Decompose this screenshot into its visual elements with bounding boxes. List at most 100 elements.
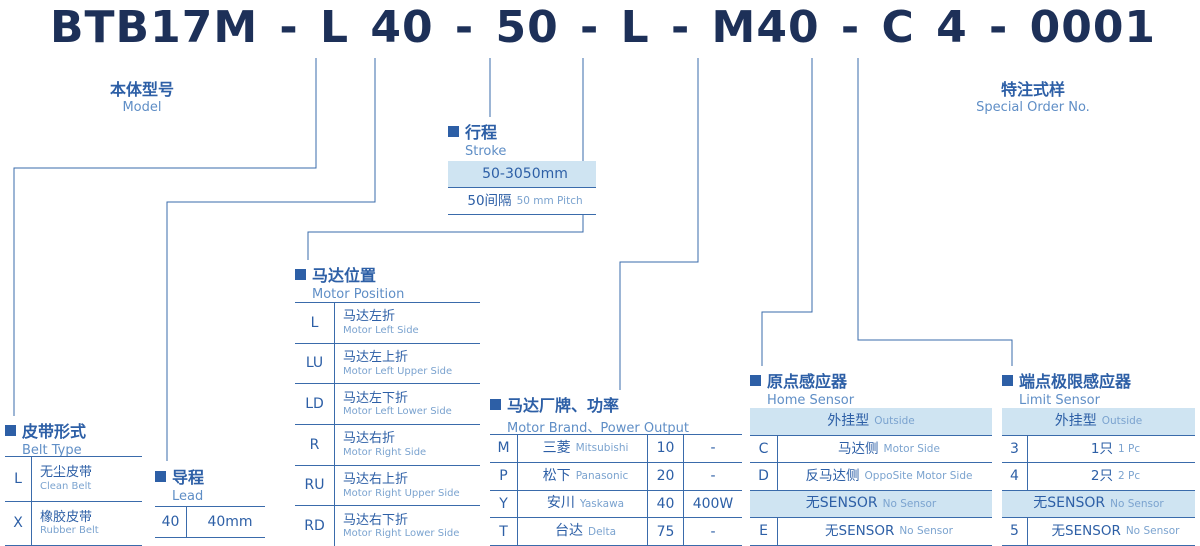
model-code-title: BTB17M - L 40 - 50 - L - M40 - C 4 - 000… — [50, 2, 1157, 53]
table-row: Y 安川 Yaskawa 40 400W — [490, 490, 742, 519]
belt-type-section-heading: 皮带形式 Belt Type — [5, 418, 86, 458]
lead-value: 40mm — [207, 513, 253, 530]
brand-cn: 台达 — [554, 523, 583, 540]
motor-brand-title-cn: 马达厂牌、功率 — [507, 396, 620, 415]
brand-en: Yaskawa — [579, 497, 625, 510]
desc-en: Clean Belt — [40, 480, 92, 492]
group-cn: 无SENSOR — [1033, 495, 1106, 512]
power-output-cell: 400W — [692, 495, 734, 512]
special-order-label-en: Special Order No. — [976, 100, 1090, 115]
table-row: E 无SENSOR No Sensor — [750, 518, 992, 546]
group-cn: 外挂型 — [1054, 412, 1097, 429]
power-output-cell: - — [710, 468, 716, 485]
table-row: M 三菱 Mitsubishi 10 - — [490, 435, 742, 463]
table-row: C 马达侧 Motor Side — [750, 435, 992, 463]
power-code-cell: 10 — [648, 435, 684, 462]
code-cell: LU — [295, 343, 335, 384]
limit-sensor-table: 外挂型 Outside 3 1只 1 Pc 4 2只 2 Pc 无SENSOR … — [1002, 408, 1195, 546]
table-row: 50间隔 50 mm Pitch — [448, 188, 596, 215]
code-cell: RU — [295, 465, 335, 506]
lead-section-heading: 导程 Lead — [155, 464, 204, 504]
table-row: R 马达右折 Motor Right Side — [295, 424, 480, 466]
desc-cn: 马达左上折 — [343, 349, 409, 365]
stroke-table: 50-3050mm 50间隔 50 mm Pitch — [448, 161, 596, 215]
motor-brand-table: M 三菱 Mitsubishi 10 - P 松下 Panasonic 20 -… — [490, 434, 742, 546]
table-row: X 橡胶皮带 Rubber Belt — [5, 501, 142, 546]
desc-en: Motor Side — [883, 442, 940, 455]
desc-cn: 马达左下折 — [343, 390, 409, 406]
square-bullet-icon — [5, 424, 16, 436]
brand-cn: 三菱 — [542, 439, 571, 456]
desc-cn: 反马达侧 — [805, 468, 860, 485]
limit-sensor-title-cn: 端点极限感应器 — [1019, 372, 1132, 391]
motor-position-title-cn: 马达位置 — [312, 266, 377, 285]
desc-cn: 橡胶皮带 — [40, 509, 93, 525]
table-row: 40 40mm — [155, 507, 265, 538]
code-cell: P — [490, 462, 518, 490]
model-label-en: Model — [122, 100, 162, 115]
desc-en: OppoSite Motor Side — [864, 470, 973, 483]
group-header-row: 无SENSOR No Sensor — [1002, 490, 1195, 518]
special-order-label: 特注式样 Special Order No. — [948, 76, 1118, 115]
table-row: L 无尘皮带 Clean Belt — [5, 457, 142, 502]
desc-en: Motor Right Side — [343, 446, 427, 458]
desc-en: Motor Left Side — [343, 324, 419, 336]
desc-cn: 马达右下折 — [343, 512, 409, 528]
power-code-cell: 75 — [648, 518, 684, 545]
code-cell: 5 — [1002, 518, 1028, 545]
desc-en: Motor Right Lower Side — [343, 528, 460, 540]
connector-motor-position — [307, 58, 584, 260]
brand-cn: 安川 — [546, 495, 575, 512]
table-row: RD 马达右下折 Motor Right Lower Side — [295, 506, 480, 546]
code-cell: LD — [295, 384, 335, 424]
motor-position-title-en: Motor Position — [312, 287, 405, 302]
belt-type-title-en: Belt Type — [22, 443, 82, 458]
desc-cn: 无SENSOR — [1051, 523, 1121, 540]
desc-cn: 马达侧 — [838, 440, 879, 457]
desc-en: Motor Left Lower Side — [343, 406, 452, 418]
belt-type-title-cn: 皮带形式 — [22, 422, 87, 441]
desc-en: 2 Pc — [1117, 470, 1141, 483]
desc-en: 1 Pc — [1117, 442, 1141, 455]
special-order-label-cn: 特注式样 — [1000, 80, 1065, 99]
desc-cn: 马达左折 — [343, 309, 396, 325]
desc-cn: 马达右上折 — [343, 471, 409, 487]
power-output-cell: - — [710, 440, 716, 457]
group-en: Outside — [1101, 415, 1143, 428]
brand-en: Panasonic — [575, 470, 629, 483]
stroke-pitch-cn: 50间隔 — [467, 192, 512, 209]
desc-cn: 无SENSOR — [825, 523, 895, 540]
motor-position-table: L 马达左折 Motor Left Side LU 马达左上折 Motor Le… — [295, 302, 480, 546]
stroke-section-heading: 行程 Stroke — [448, 119, 506, 159]
brand-en: Delta — [587, 525, 616, 538]
power-code-cell: 40 — [648, 490, 684, 518]
connector-motor-brand — [619, 58, 699, 390]
table-row: 50-3050mm — [448, 161, 596, 188]
code-cell: 4 — [1002, 463, 1028, 490]
code-cell: RD — [295, 506, 335, 546]
square-bullet-icon — [1002, 374, 1013, 386]
home-sensor-section-heading: 原点感应器 Home Sensor — [750, 368, 854, 408]
table-row: T 台达 Delta 75 - — [490, 518, 742, 546]
brand-en: Mitsubishi — [575, 442, 629, 455]
group-cn: 外挂型 — [827, 412, 870, 429]
brand-cn: 松下 — [542, 467, 571, 484]
code-cell: R — [295, 424, 335, 465]
table-row: D 反马达侧 OppoSite Motor Side — [750, 463, 992, 491]
group-en: No Sensor — [882, 497, 937, 510]
lead-title-cn: 导程 — [172, 468, 205, 487]
home-sensor-table: 外挂型 Outside C 马达侧 Motor Side D 反马达侧 Oppo… — [750, 408, 992, 546]
table-row: LU 马达左上折 Motor Left Upper Side — [295, 343, 480, 385]
code-cell: X — [5, 501, 32, 545]
lead-table: 40 40mm — [155, 506, 265, 538]
table-row: 5 无SENSOR No Sensor — [1002, 518, 1195, 546]
stroke-pitch-en: 50 mm Pitch — [516, 194, 583, 207]
lead-title-en: Lead — [172, 489, 204, 504]
code-cell: T — [490, 518, 518, 545]
code-cell: L — [295, 303, 335, 343]
desc-cn: 2只 — [1090, 468, 1113, 485]
square-bullet-icon — [448, 125, 459, 137]
stroke-title-en: Stroke — [465, 144, 507, 159]
connector-home-sensor — [761, 58, 813, 366]
